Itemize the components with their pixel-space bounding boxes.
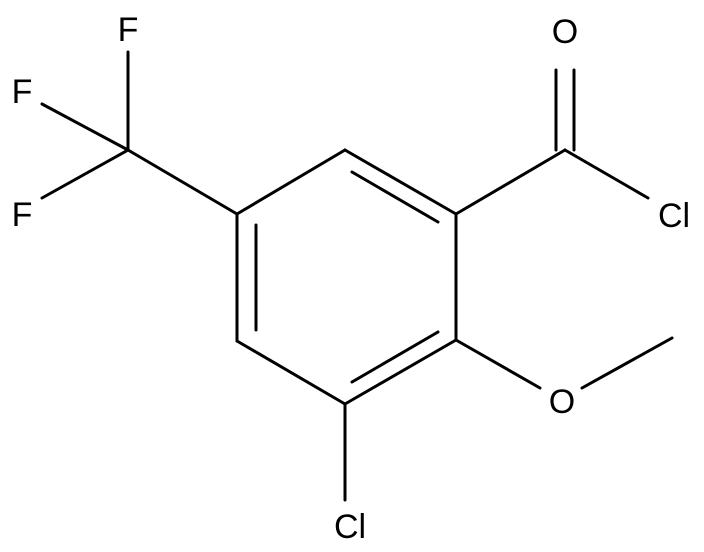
- ring-chlorine-group: Cl: [334, 402, 366, 546]
- bond-carbonyl-cl: [563, 148, 650, 200]
- ring-bond-c3-c4: [343, 338, 458, 406]
- ring-bond-c6-c1: [235, 148, 347, 216]
- bond-ring-cf3: [126, 148, 239, 216]
- atom-ring-cl-label: Cl: [334, 508, 366, 546]
- atom-f2-label: F: [12, 73, 33, 111]
- atom-carbonyl-o-label: O: [552, 13, 578, 51]
- bond-cf3-f2: [40, 102, 130, 152]
- atom-methoxy-o-label: O: [549, 383, 575, 421]
- methoxy-group: O: [454, 336, 674, 421]
- ring-bond-c3-c4-inner: [350, 330, 440, 384]
- trifluoromethyl-group: F F F: [12, 11, 239, 234]
- benzene-ring: [235, 148, 458, 406]
- ring-bond-c1-c2-inner: [350, 170, 440, 224]
- bond-cf3-f3: [40, 148, 130, 200]
- bond-ring-methoxy-o: [454, 338, 542, 390]
- ring-bond-c4-c5: [235, 339, 347, 406]
- bond-ring-carbonyl: [454, 148, 567, 216]
- ring-bond-c1-c2: [343, 148, 458, 216]
- atom-acyl-cl-label: Cl: [658, 197, 690, 235]
- acyl-chloride-group: O Cl: [454, 13, 690, 235]
- atom-f3-label: F: [12, 196, 33, 234]
- atom-f1-label: F: [118, 11, 139, 49]
- bond-methoxy-o-ch3: [580, 336, 674, 390]
